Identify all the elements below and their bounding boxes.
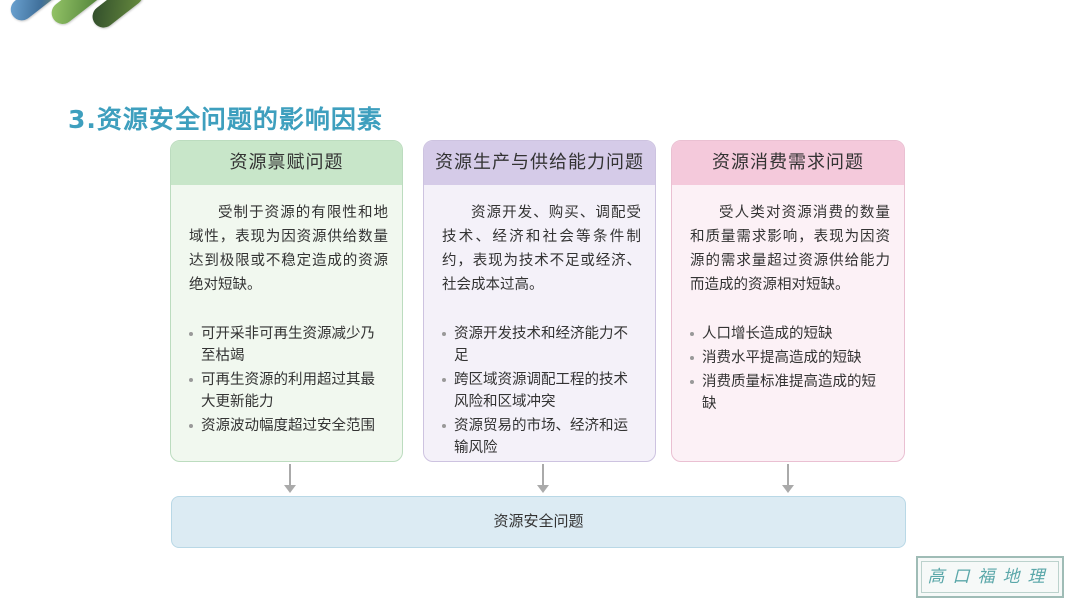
bullet-dot-icon [189,378,193,382]
arrow-down-icon [787,464,789,486]
list-item: 资源开发技术和经济能力不足 [442,323,641,367]
factor-bullet-list: 资源开发技术和经济能力不足 跨区域资源调配工程的技术风险和区域冲突 资源贸易的市… [442,323,641,459]
list-item: 跨区域资源调配工程的技术风险和区域冲突 [442,369,641,413]
list-item: 资源贸易的市场、经济和运输风险 [442,415,641,459]
bullet-dot-icon [442,378,446,382]
factor-description: 资源开发、购买、调配受技术、经济和社会等条件制约，表现为技术不足或经济、社会成本… [442,201,641,297]
decorative-photo-strip [0,0,166,77]
page-title: 3.资源安全问题的影响因素 [68,100,383,136]
arrow-down-icon [289,464,291,486]
factor-card-heading: 资源禀赋问题 [171,141,402,185]
factor-card-body: 受制于资源的有限性和地域性，表现为因资源供给数量达到极限或不稳定造成的资源绝对短… [171,185,402,437]
list-item: 可开采非可再生资源减少乃至枯竭 [189,323,388,367]
watermark-stamp: 高口福地理 [916,556,1064,598]
list-item: 可再生资源的利用超过其最大更新能力 [189,369,388,413]
result-box: 资源安全问题 [171,496,906,548]
bullet-dot-icon [442,424,446,428]
bullet-dot-icon [189,332,193,336]
list-item-text: 资源贸易的市场、经济和运输风险 [454,418,628,456]
factor-card-demand: 资源消费需求问题 受人类对资源消费的数量和质量需求影响，表现为因资源的需求量超过… [671,140,905,462]
factor-card-body: 资源开发、购买、调配受技术、经济和社会等条件制约，表现为技术不足或经济、社会成本… [424,185,655,459]
factor-bullet-list: 可开采非可再生资源减少乃至枯竭 可再生资源的利用超过其最大更新能力 资源波动幅度… [189,323,388,437]
bullet-dot-icon [189,424,193,428]
factor-description: 受制于资源的有限性和地域性，表现为因资源供给数量达到极限或不稳定造成的资源绝对短… [189,201,388,297]
factor-card-supply: 资源生产与供给能力问题 资源开发、购买、调配受技术、经济和社会等条件制约，表现为… [423,140,656,462]
factor-card-endowment: 资源禀赋问题 受制于资源的有限性和地域性，表现为因资源供给数量达到极限或不稳定造… [170,140,403,462]
list-item-text: 资源波动幅度超过安全范围 [201,418,375,434]
list-item-text: 消费质量标准提高造成的短缺 [702,374,876,412]
bullet-dot-icon [690,356,694,360]
list-item: 资源波动幅度超过安全范围 [189,415,388,437]
list-item-text: 可再生资源的利用超过其最大更新能力 [201,372,375,410]
list-item-text: 可开采非可再生资源减少乃至枯竭 [201,326,375,364]
arrow-down-icon [542,464,544,486]
landscape-photo-forest [88,0,147,32]
list-item: 人口增长造成的短缺 [690,323,890,345]
factor-card-heading: 资源生产与供给能力问题 [424,141,655,185]
factor-card-heading: 资源消费需求问题 [672,141,904,185]
list-item-text: 人口增长造成的短缺 [702,326,833,342]
bullet-dot-icon [442,332,446,336]
factor-card-body: 受人类对资源消费的数量和质量需求影响，表现为因资源的需求量超过资源供给能力而造成… [672,185,904,415]
bullet-dot-icon [690,332,694,336]
bullet-dot-icon [690,380,694,384]
factor-bullet-list: 人口增长造成的短缺 消费水平提高造成的短缺 消费质量标准提高造成的短缺 [690,323,890,415]
list-item-text: 跨区域资源调配工程的技术风险和区域冲突 [454,372,628,410]
list-item: 消费水平提高造成的短缺 [690,347,890,369]
list-item: 消费质量标准提高造成的短缺 [690,371,890,415]
list-item-text: 消费水平提高造成的短缺 [702,350,862,366]
watermark-text: 高口福地理 [918,558,1062,596]
list-item-text: 资源开发技术和经济能力不足 [454,326,628,364]
factor-description: 受人类对资源消费的数量和质量需求影响，表现为因资源的需求量超过资源供给能力而造成… [690,201,890,297]
